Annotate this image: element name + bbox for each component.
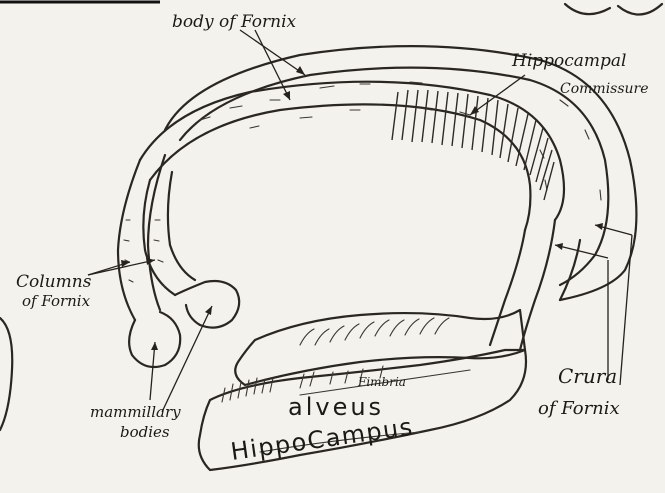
labels: body of Fornix Hippocampal Commissure Co… <box>16 12 649 466</box>
label-mammillary: mammillary <box>90 403 181 421</box>
top-fragment-1 <box>565 4 610 14</box>
label-of-fornix-crura: of Fornix <box>538 398 620 419</box>
label-bodies: bodies <box>120 423 170 441</box>
label-crura: Crura <box>558 364 617 388</box>
label-columns: Columns <box>16 272 92 292</box>
label-fimbria: Fimbria <box>357 375 406 389</box>
mammillary-bodies <box>129 281 239 367</box>
label-commissure: Commissure <box>560 81 649 97</box>
label-of-fornix-columns: of Fornix <box>22 292 91 310</box>
label-body-of-fornix: body of Fornix <box>172 12 297 32</box>
top-fragment-2 <box>618 4 662 15</box>
label-alveus: alveus <box>288 393 384 421</box>
columns-of-fornix <box>118 155 195 320</box>
left-edge-fragment <box>0 318 12 430</box>
label-hippocampal: Hippocampal <box>511 51 627 71</box>
